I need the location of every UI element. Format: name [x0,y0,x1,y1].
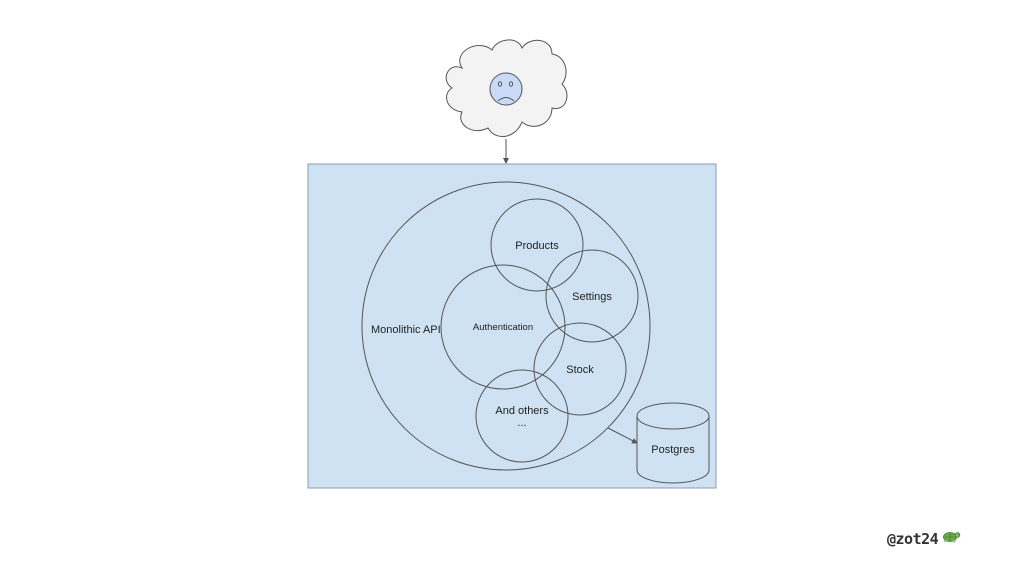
author-handle: @zot24 [887,529,939,548]
monolith-circle [361,181,651,471]
settings-circle [545,249,639,343]
author-watermark: @zot24 [887,528,961,549]
cloud-icon [445,39,568,137]
cylinder-icon [636,402,710,484]
products-circle [490,198,584,292]
settings-label: Settings [572,291,612,303]
turtle-icon [941,528,961,549]
db-connection-arrow [607,427,638,444]
monolith-label: Monolithic API [371,324,441,336]
products-label: Products [515,240,559,252]
authentication-circle [440,264,566,390]
others-circle [475,369,569,463]
stock-circle [533,322,627,416]
sad-face-icon [489,72,523,106]
others-label: And others [495,405,549,417]
others-ellipsis: ... [517,417,526,429]
postgres-label: Postgres [651,444,695,456]
authentication-label: Authentication [473,322,533,333]
stock-label: Stock [566,364,594,376]
